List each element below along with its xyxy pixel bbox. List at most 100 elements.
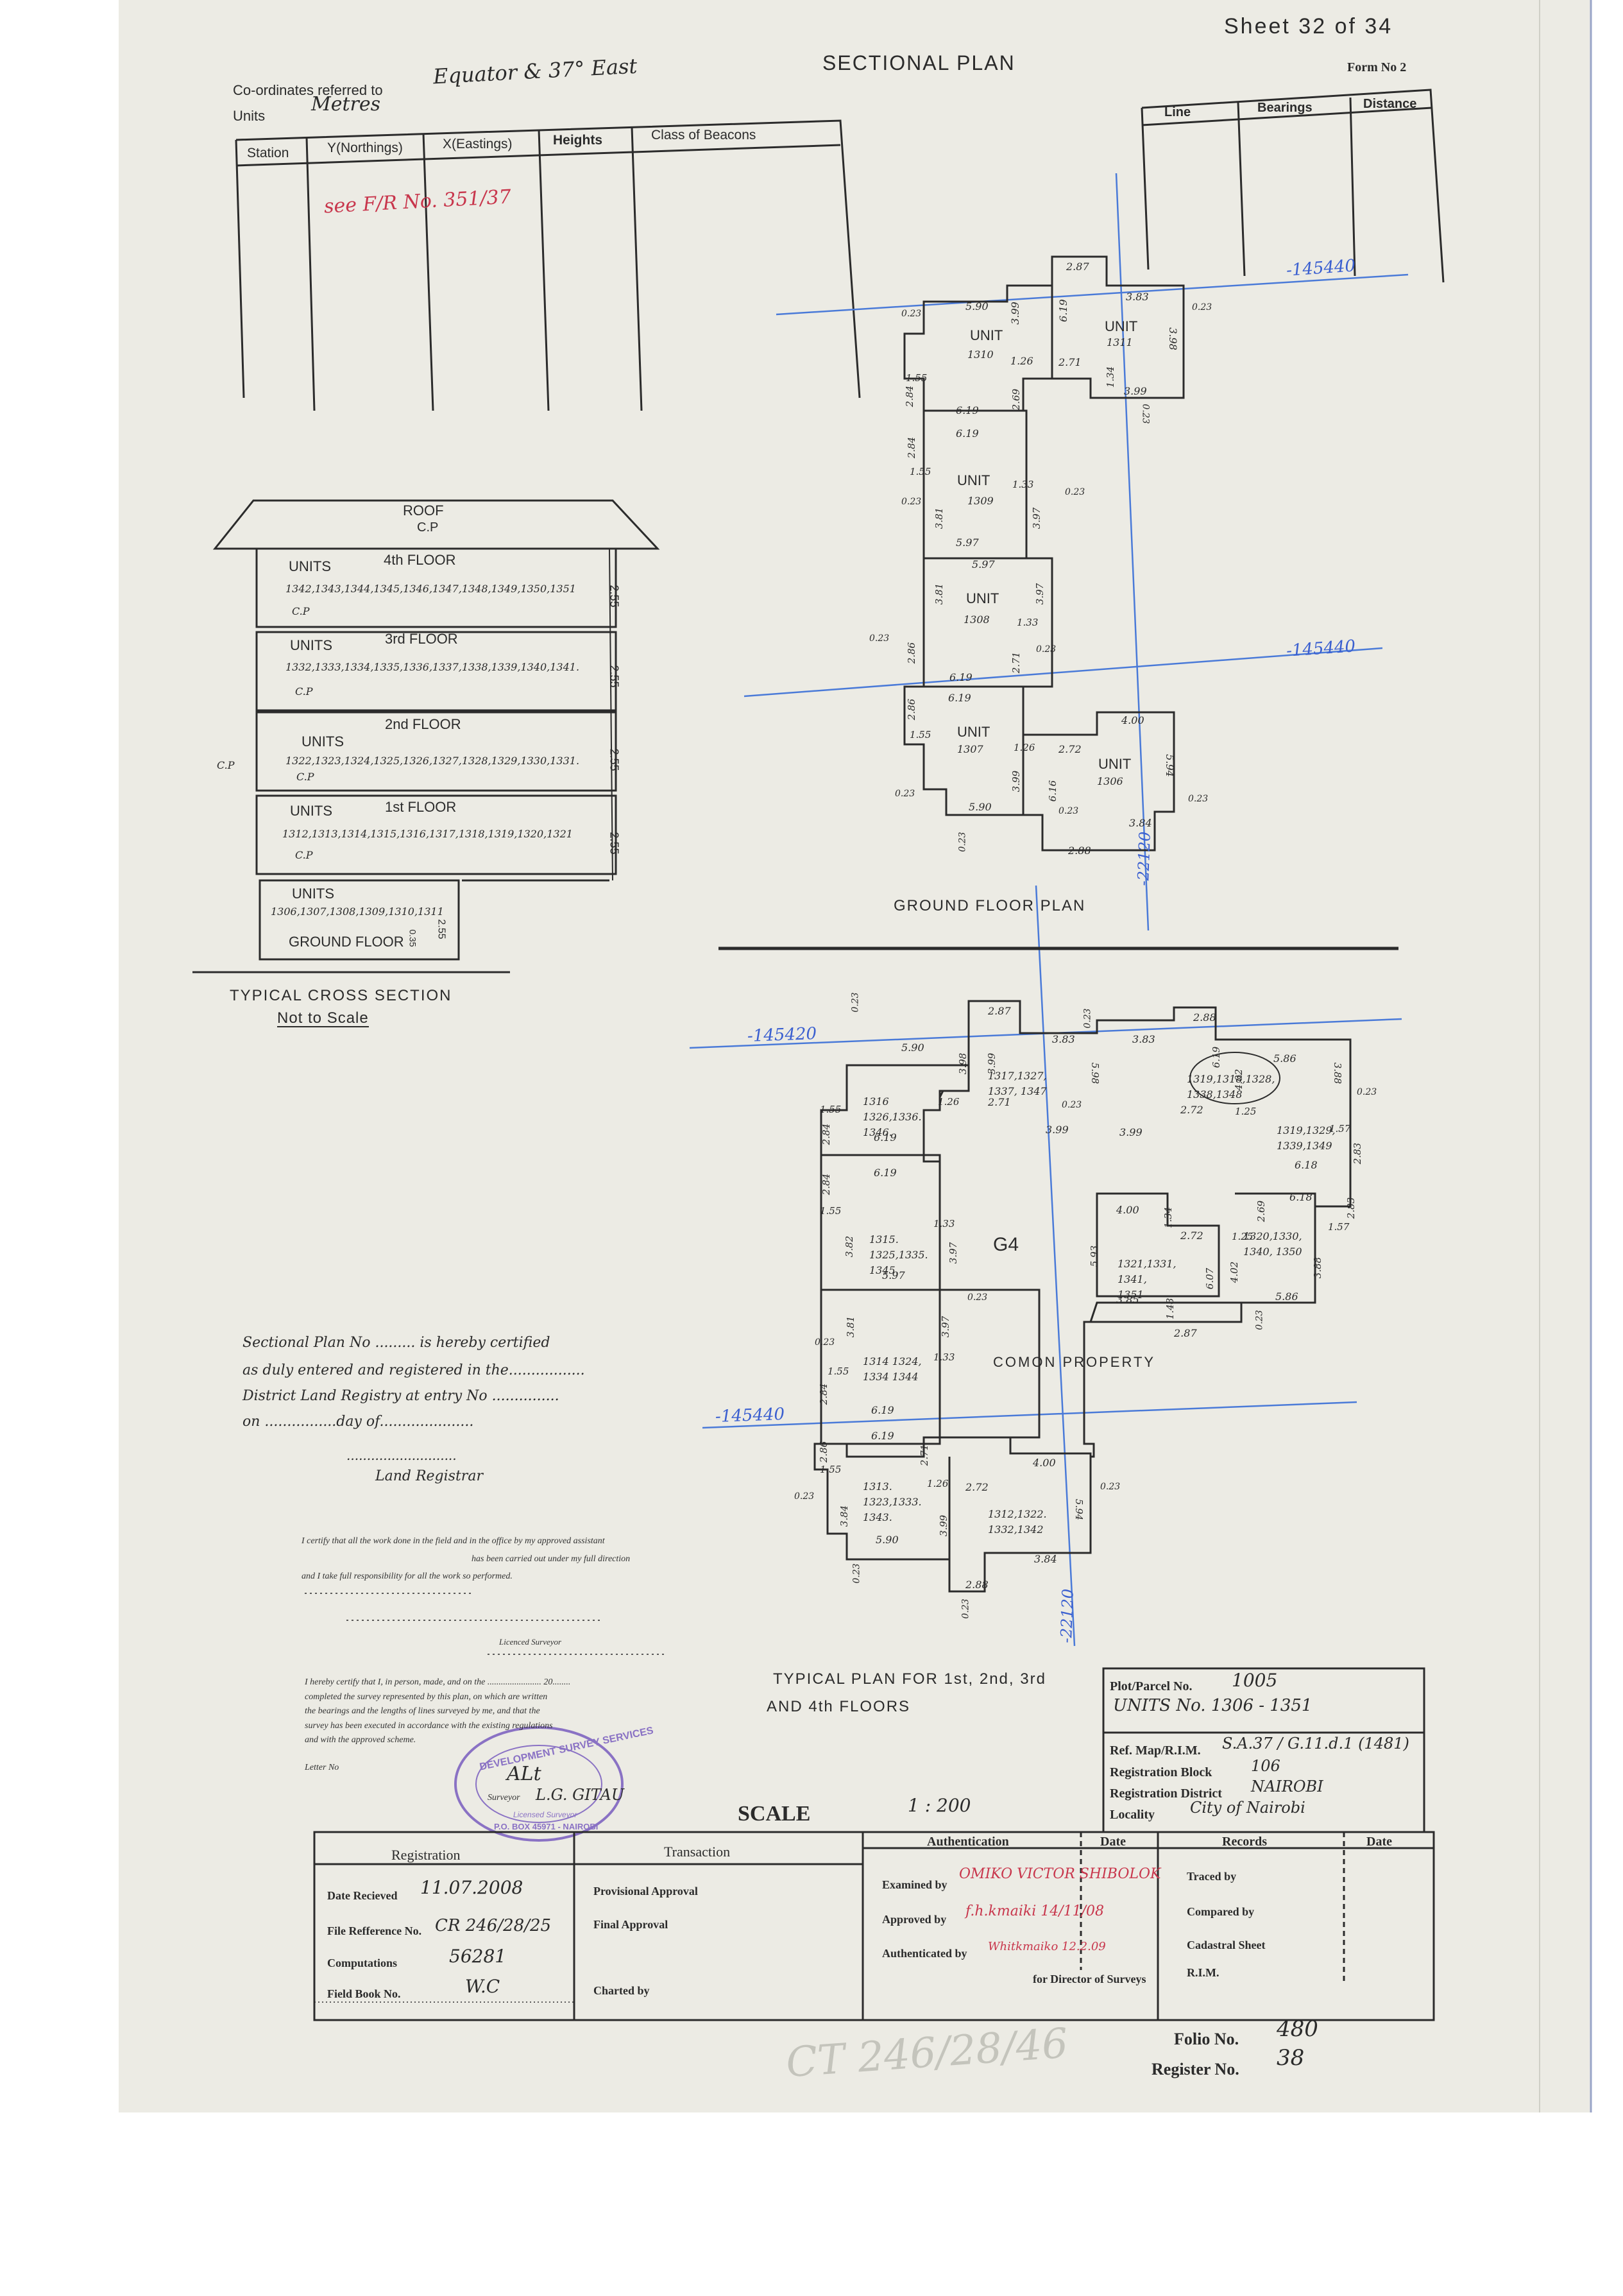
floor2-cp: C.P bbox=[296, 771, 314, 783]
floor4-cp: C.P bbox=[292, 605, 310, 617]
tp-dim: 6.19 bbox=[874, 1167, 897, 1179]
gfp-dim: 3.81 bbox=[933, 507, 946, 529]
floor1-units-label: UNITS bbox=[290, 803, 332, 819]
locality-value: City of Nairobi bbox=[1190, 1799, 1305, 1817]
tp-unit-list: 1317,1327, 1337, 1347 bbox=[988, 1070, 1047, 1097]
tp-dim: 1.55 bbox=[820, 1205, 842, 1217]
tp-unit-list: 1319,1318,1328, 1338,1348 bbox=[1187, 1073, 1275, 1101]
gfp-unit-1306-num: 1306 bbox=[1097, 775, 1123, 787]
gfp-dim: 4.00 bbox=[1121, 714, 1144, 726]
tp-dim: 3.99 bbox=[938, 1514, 950, 1537]
tp-dim: 6.19 bbox=[874, 1131, 897, 1144]
gfp-unit-1309-num: 1309 bbox=[967, 495, 994, 507]
gfp-unit-1309-label: UNIT bbox=[957, 472, 990, 488]
floor2-height: 2.55 bbox=[608, 748, 621, 771]
gfp-dim: 2.72 bbox=[1058, 743, 1082, 755]
coord-label: Co-ordinates referred to bbox=[233, 82, 383, 98]
tp-dim: 6.19 bbox=[871, 1404, 894, 1416]
tp-dim: 3.99 bbox=[986, 1052, 998, 1075]
floor3-height: 2.55 bbox=[608, 665, 621, 688]
tp-dim: 2.69 bbox=[1255, 1200, 1268, 1222]
gfp-dim: 1.26 bbox=[1010, 355, 1033, 367]
gfp-dim: 3.97 bbox=[1031, 507, 1043, 529]
tp-unit-list: 1320,1330, 1340, 1350 bbox=[1243, 1230, 1302, 1258]
stamp-center: Licensed Surveyor bbox=[513, 1810, 577, 1819]
tp-dim: 6.07 bbox=[1204, 1267, 1216, 1290]
gfp-unit-1310-label: UNIT bbox=[970, 327, 1003, 343]
floor1-cp: C.P bbox=[295, 849, 313, 861]
col-distance: Distance bbox=[1363, 97, 1417, 111]
roof-label: ROOF bbox=[403, 502, 444, 518]
ground-floor-plan-caption: GROUND FLOOR PLAN bbox=[894, 897, 1086, 914]
ground-units-label: UNITS bbox=[292, 886, 334, 902]
sheet-number: Sheet 32 of 34 bbox=[1224, 14, 1393, 39]
col-bearings: Bearings bbox=[1257, 101, 1313, 115]
cross-section-lines bbox=[192, 499, 660, 973]
tp-dim: 4.00 bbox=[1116, 1204, 1139, 1216]
col-eastings: X(Eastings) bbox=[443, 137, 513, 151]
tp-dim: 0.23 bbox=[960, 1598, 971, 1619]
certify-line-3: the bearings and the lengths of lines su… bbox=[305, 1706, 540, 1716]
tp-dim: 0.23 bbox=[1100, 1482, 1121, 1492]
ref-map-label: Ref. Map/R.I.M. bbox=[1110, 1743, 1201, 1758]
tp-dim: 2.84 bbox=[820, 1173, 833, 1195]
gfp-dim: 5.97 bbox=[956, 536, 979, 549]
tp-dim: 2.72 bbox=[965, 1481, 989, 1493]
stamp-ring-bottom: P.O. BOX 45971 - NAIROBI bbox=[494, 1822, 599, 1831]
tp-dim: 4.02 bbox=[1228, 1261, 1241, 1283]
tp-dim: 1.34 bbox=[1162, 1206, 1175, 1229]
gfp-dim: 0.23 bbox=[1188, 794, 1209, 804]
ground-floor-plan-lines bbox=[903, 255, 1185, 852]
tp-dim: 5.94 bbox=[1073, 1498, 1085, 1521]
locality-label: Locality bbox=[1110, 1808, 1155, 1822]
form-number: Form No 2 bbox=[1347, 60, 1407, 74]
tp-dim: 0.23 bbox=[851, 1563, 862, 1584]
gfp-dim: 1.33 bbox=[1017, 617, 1039, 628]
gfp-unit-1310-num: 1310 bbox=[967, 348, 994, 361]
certify-line-2: completed the survey represented by this… bbox=[305, 1692, 548, 1702]
gfp-dim: 1.33 bbox=[1012, 479, 1034, 490]
assistant-line-3: and I take full responsibility for all t… bbox=[302, 1572, 513, 1581]
common-property-label: COMON PROPERTY bbox=[993, 1354, 1156, 1370]
gfp-dim: 0.23 bbox=[1192, 302, 1212, 313]
certify-line-4: survey has been executed in accordance w… bbox=[305, 1721, 553, 1731]
file-ref-value: CR 246/28/25 bbox=[435, 1916, 552, 1935]
col-heights: Heights bbox=[553, 133, 603, 148]
cert-registrar-dots: ........................... bbox=[346, 1448, 457, 1463]
gfp-dim: 3.97 bbox=[1034, 583, 1046, 605]
cert-line-3: District Land Registry at entry No .....… bbox=[242, 1388, 559, 1404]
line-table-lines bbox=[1141, 89, 1445, 283]
date2-header: Date bbox=[1366, 1835, 1392, 1849]
tp-dim: 3.83 bbox=[1132, 1033, 1155, 1045]
reg-district-label: Registration District bbox=[1110, 1786, 1222, 1801]
gfp-unit-1307-label: UNIT bbox=[957, 724, 990, 740]
tp-dim: 3.83 bbox=[1052, 1033, 1075, 1045]
tp-dim: 5.90 bbox=[876, 1534, 899, 1546]
gfp-dim: 1.34 bbox=[1105, 366, 1117, 388]
floor3-units-label: UNITS bbox=[290, 637, 332, 653]
bottom-table-lines bbox=[313, 1831, 1435, 2021]
tp-dim: 5.86 bbox=[1273, 1052, 1296, 1065]
gfp-dim: 3.84 bbox=[1129, 817, 1152, 829]
tp-grid-vertical: -22120 bbox=[1057, 1588, 1077, 1643]
col-station: Station bbox=[247, 146, 289, 160]
licensed-surveyor-label: Licenced Surveyor bbox=[499, 1637, 562, 1647]
tp-unit-list: 1313. 1323,1333. 1343. bbox=[863, 1480, 922, 1523]
gfp-dim: 3.99 bbox=[1010, 770, 1023, 792]
plot-label: Plot/Parcel No. bbox=[1110, 1679, 1193, 1693]
gfp-dim: 2.84 bbox=[906, 436, 918, 459]
tp-dim: 3.84 bbox=[1034, 1553, 1057, 1565]
tp-unit-list: 1316 1326,1336. 1346. bbox=[863, 1095, 922, 1138]
ground-unit-list: 1306,1307,1308,1309,1310,1311 bbox=[271, 905, 444, 918]
tp-dim: 5.93 bbox=[1089, 1245, 1101, 1267]
assistant-line-2: has been carried out under my full direc… bbox=[472, 1554, 631, 1564]
tp-dim: 4.00 bbox=[1033, 1457, 1056, 1469]
charted-by-label: Charted by bbox=[593, 1984, 650, 1997]
tp-dim: 1.55 bbox=[828, 1366, 849, 1377]
surveyor-stamp bbox=[454, 1726, 624, 1842]
tp-dim: 2.83 bbox=[1352, 1142, 1364, 1165]
approved-by-label: Approved by bbox=[882, 1913, 947, 1926]
gfp-unit-1308-num: 1308 bbox=[964, 613, 990, 626]
folio-value: 480 bbox=[1277, 2016, 1318, 2042]
tp-unit-list: 1312,1322. 1332,1342 bbox=[988, 1508, 1047, 1536]
